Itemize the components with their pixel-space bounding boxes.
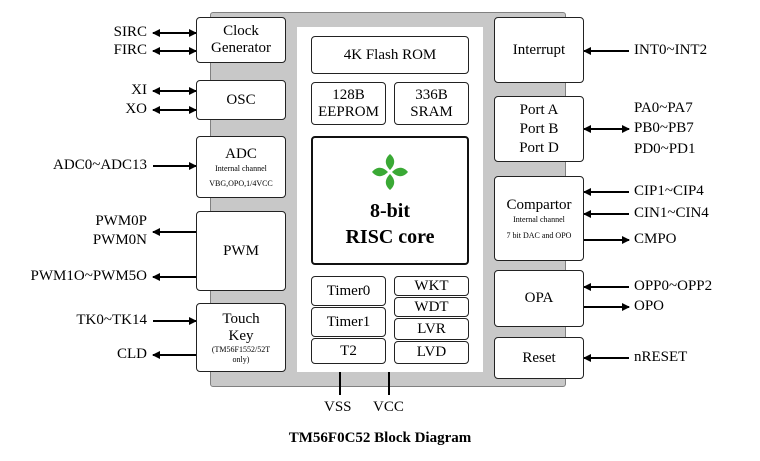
t2-block: T2 bbox=[311, 338, 386, 364]
lvr-block: LVR bbox=[394, 318, 469, 340]
cip-signal: CIP1~CIP4 bbox=[634, 183, 704, 199]
osc-block: OSC bbox=[196, 80, 286, 120]
timer1-block: Timer1 bbox=[311, 307, 386, 337]
core-title-2: RISC core bbox=[345, 225, 435, 248]
firc-signal: FIRC bbox=[113, 42, 147, 58]
int-signal: INT0~INT2 bbox=[634, 42, 708, 58]
clock-label-1: Clock bbox=[223, 23, 259, 39]
cmpo-signal: CMPO bbox=[634, 231, 677, 247]
wkt-label: WKT bbox=[414, 277, 449, 294]
wdt-label: WDT bbox=[414, 298, 449, 315]
sram-size: 336B bbox=[415, 86, 448, 103]
clock-label-2: Generator bbox=[211, 40, 271, 56]
reset-label: Reset bbox=[522, 349, 556, 366]
sram-block: 336B SRAM bbox=[394, 82, 469, 125]
flash-rom-block: 4K Flash ROM bbox=[311, 36, 469, 74]
opa-block: OPA bbox=[494, 270, 584, 327]
four-leaf-logo-icon bbox=[372, 153, 408, 190]
adc-block: ADC Internal channel VBG,OPO,1/4VCC bbox=[196, 136, 286, 198]
pd-signal: PD0~PD1 bbox=[634, 141, 696, 157]
opp-signal: OPP0~OPP2 bbox=[634, 278, 713, 294]
port-b-label: Port B bbox=[519, 120, 559, 137]
comparator-title: Compartor bbox=[506, 196, 572, 213]
wdt-block: WDT bbox=[394, 297, 469, 317]
pwm-label: PWM bbox=[223, 242, 259, 259]
xi-signal: XI bbox=[131, 82, 147, 98]
opo-signal: OPO bbox=[634, 298, 665, 314]
pwm1-signal: PWM1O~PWM5O bbox=[30, 268, 147, 284]
timer1-label: Timer1 bbox=[326, 313, 371, 330]
adc-note-2: VBG,OPO,1/4VCC bbox=[209, 178, 273, 188]
clock-generator-block: Clock Generator bbox=[196, 17, 286, 63]
eeprom-block: 128B EEPROM bbox=[311, 82, 386, 125]
touch-key-block: Touch Key (TM56F1552/52T only) bbox=[196, 303, 286, 372]
pb-signal: PB0~PB7 bbox=[634, 120, 694, 136]
adc-note-1: Internal channel bbox=[215, 163, 267, 173]
eeprom-size: 128B bbox=[332, 86, 365, 103]
osc-label: OSC bbox=[226, 91, 256, 108]
flash-label: 4K Flash ROM bbox=[343, 46, 437, 63]
nreset-signal: nRESET bbox=[634, 349, 688, 365]
tk-signal: TK0~TK14 bbox=[76, 312, 147, 328]
vss-signal: VSS bbox=[324, 399, 352, 415]
touch-title-2: Key bbox=[228, 327, 254, 344]
touch-note-2: only) bbox=[232, 354, 250, 364]
timer0-block: Timer0 bbox=[311, 276, 386, 306]
adc-signal: ADC0~ADC13 bbox=[53, 157, 147, 173]
cin-signal: CIN1~CIN4 bbox=[634, 205, 709, 221]
lvd-label: LVD bbox=[416, 344, 447, 360]
wkt-block: WKT bbox=[394, 276, 469, 296]
vcc-signal: VCC bbox=[373, 399, 404, 415]
sram-label: SRAM bbox=[410, 103, 453, 120]
pwm-block: PWM bbox=[196, 211, 286, 291]
adc-title: ADC bbox=[225, 145, 257, 162]
t2-label: T2 bbox=[340, 342, 357, 359]
eeprom-label: EEPROM bbox=[318, 103, 379, 120]
lvd-block: LVD bbox=[394, 341, 469, 364]
comparator-block: Compartor Internal channel 7 bit DAC and… bbox=[494, 176, 584, 261]
xo-signal: XO bbox=[125, 101, 147, 117]
interrupt-block: Interrupt bbox=[494, 17, 584, 83]
core-title-1: 8-bit bbox=[370, 199, 410, 222]
diagram-caption: TM56F0C52 Block Diagram bbox=[288, 430, 472, 446]
timer0-label: Timer0 bbox=[326, 282, 371, 299]
risc-core-block: 8-bit RISC core bbox=[311, 136, 469, 265]
port-a-label: Port A bbox=[519, 101, 559, 118]
opa-label: OPA bbox=[524, 290, 554, 306]
cld-signal: CLD bbox=[117, 346, 147, 362]
reset-block: Reset bbox=[494, 337, 584, 379]
touch-title-1: Touch bbox=[222, 310, 260, 327]
interrupt-label: Interrupt bbox=[512, 41, 566, 58]
pa-signal: PA0~PA7 bbox=[634, 100, 693, 116]
comparator-note-2: 7 bit DAC and OPO bbox=[506, 230, 572, 240]
pwm0n-signal: PWM0N bbox=[92, 232, 147, 248]
lvr-label: LVR bbox=[417, 320, 446, 337]
port-d-label: Port D bbox=[519, 139, 559, 156]
touch-note-1: (TM56F1552/52T bbox=[211, 344, 271, 354]
pwm0p-signal: PWM0P bbox=[95, 213, 147, 229]
comparator-note-1: Internal channel bbox=[513, 214, 565, 224]
port-block: Port A Port B Port D bbox=[494, 96, 584, 162]
sirc-signal: SIRC bbox=[113, 24, 147, 40]
